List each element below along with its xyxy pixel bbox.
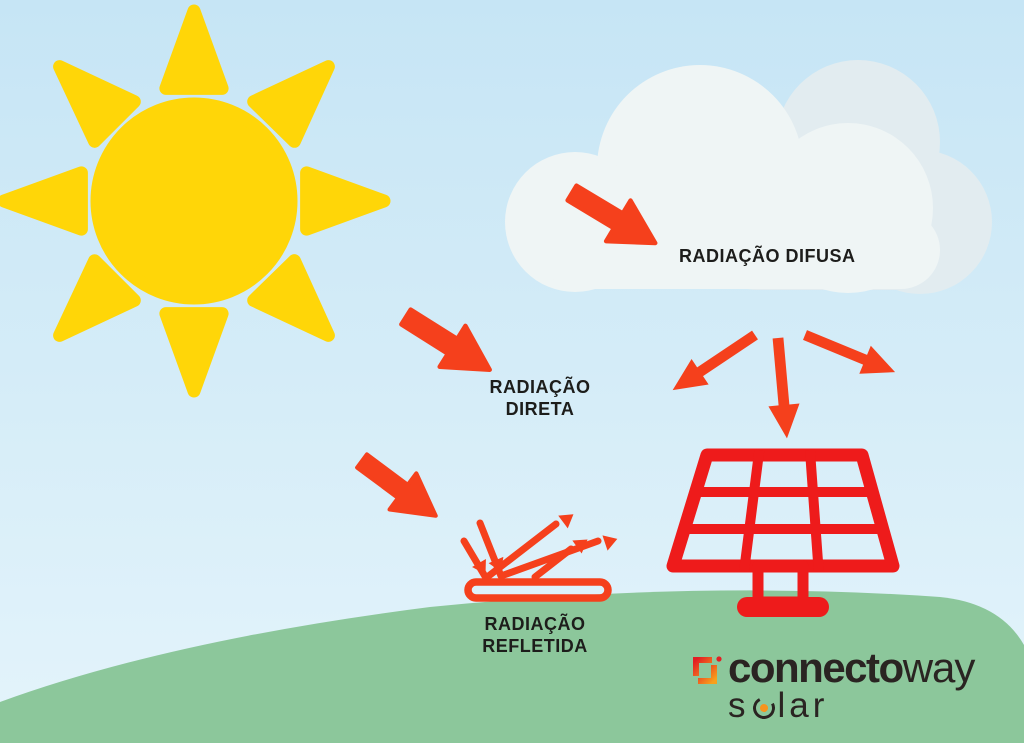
- sun-icon: [0, 4, 391, 398]
- label-radiacao-difusa: RADIAÇÃO DIFUSA: [679, 246, 856, 266]
- sun-ray: [0, 166, 88, 236]
- panel-frame: [666, 448, 900, 573]
- sun-ray: [159, 4, 229, 95]
- label-radiacao-refletida-line1: RADIAÇÃO: [484, 614, 586, 634]
- solar-o-glyph: [749, 694, 778, 722]
- reflection-arrowhead: [558, 507, 579, 529]
- sun-ray: [53, 254, 141, 342]
- sun-disc: [90, 97, 298, 305]
- ground-reflection-icon: [460, 507, 620, 602]
- reflection-arrowhead: [602, 531, 620, 551]
- sun-ray: [53, 60, 141, 148]
- sun-ray: [300, 166, 391, 236]
- cloud-icon: [505, 60, 992, 294]
- brand-light-text: way: [902, 644, 976, 691]
- solar-sun-dot-icon: [758, 702, 769, 714]
- label-radiacao-direta: RADIAÇÃO DIRETA: [460, 376, 620, 420]
- reflection-bounce-path: [460, 520, 560, 582]
- scatter-arrow-right: [799, 321, 901, 387]
- ground-hill: [0, 590, 1024, 743]
- solar-panel-icon: [666, 448, 900, 617]
- brand-dot-icon: [716, 656, 722, 662]
- brand-bold-text: connecto: [728, 644, 904, 691]
- sun-ray: [159, 307, 229, 398]
- scatter-arrow-left: [664, 322, 764, 403]
- connectoway-logo: connectoway s lar: [688, 647, 975, 724]
- brand-mark-icon: [693, 656, 722, 684]
- scatter-arrow-middle: [762, 336, 803, 440]
- sun-ray: [247, 254, 335, 342]
- label-radiacao-direta-line2: DIRETA: [505, 399, 575, 419]
- solar-suffix-text: lar: [777, 686, 829, 725]
- cloud-body: [505, 65, 940, 293]
- label-radiacao-refletida: RADIAÇÃO REFLETIDA: [450, 613, 620, 657]
- scattered-radiation-arrows-icon: [664, 321, 901, 440]
- panel-stem: [752, 560, 809, 608]
- solar-prefix-text: s: [728, 686, 750, 725]
- brand-sub-wordmark: s lar: [728, 688, 974, 724]
- reflection-bounce-path: [531, 545, 575, 581]
- label-radiacao-refletida-line2: REFLETIDA: [482, 636, 588, 656]
- panel-grid-lines: [679, 449, 888, 572]
- label-radiacao-direta-line1: RADIAÇÃO: [489, 377, 591, 397]
- incoming-reflection-arrow-icon: [349, 443, 449, 534]
- reflection-surface-bar: [464, 578, 612, 602]
- panel-base: [737, 597, 829, 617]
- sun-ray: [247, 60, 335, 148]
- brand-wordmark: connectoway: [728, 647, 975, 689]
